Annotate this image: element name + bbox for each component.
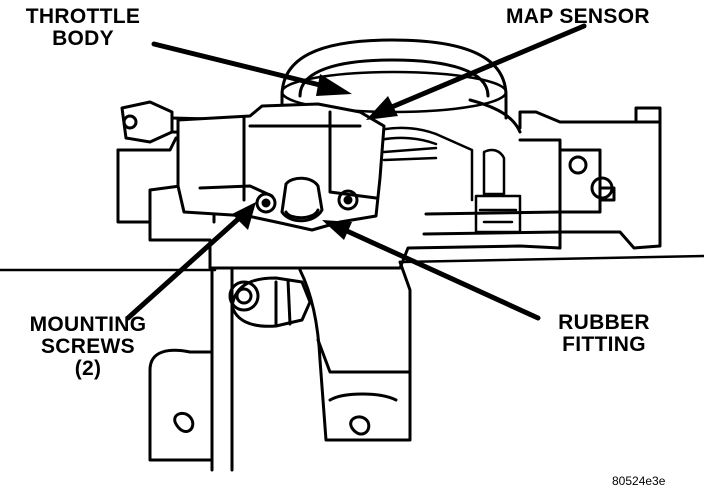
air-inlet-cylinder xyxy=(280,38,522,134)
mounting-screw-left xyxy=(255,192,277,214)
throttle-linkage xyxy=(378,126,522,234)
arrowheads xyxy=(232,74,398,240)
rubber-fitting xyxy=(280,176,324,223)
rubber-fitting-label: RUBBER FITTING xyxy=(558,311,650,356)
mounting-screws-label: MOUNTING SCREWS (2) xyxy=(29,313,147,380)
throttle-body-label: THROTTLE BODY xyxy=(25,5,141,50)
lower-support-bracket xyxy=(148,260,412,472)
mounting-screw-right xyxy=(337,189,359,211)
map-sensor-body xyxy=(176,102,386,232)
map-sensor-label: MAP SENSOR xyxy=(506,5,650,28)
leader-arrows xyxy=(125,23,587,321)
figure-id: 80524e3e xyxy=(612,474,666,488)
